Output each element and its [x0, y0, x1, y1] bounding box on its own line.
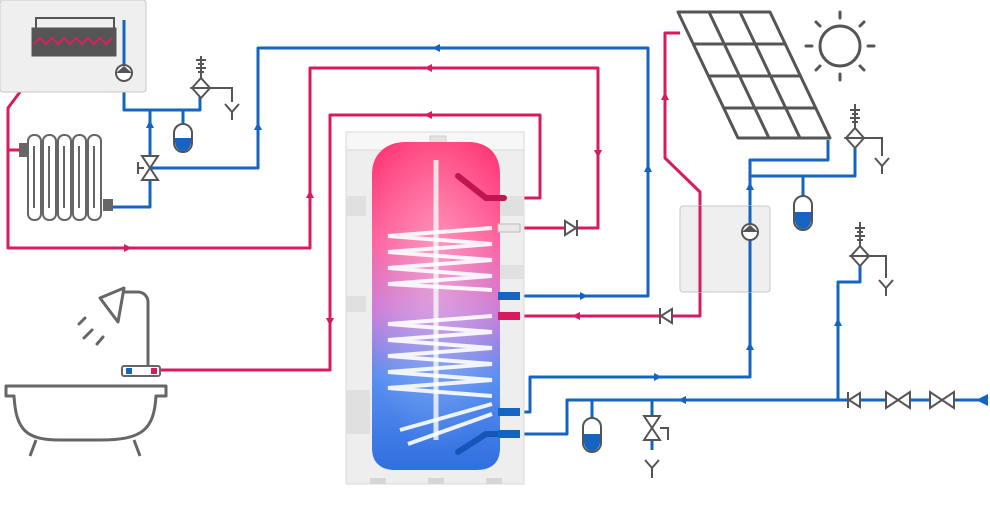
safety-valve-icon [189, 56, 233, 102]
gate-valve-icon [642, 415, 669, 441]
safety-valve-icon [843, 104, 883, 156]
upper-coil [387, 226, 493, 292]
hot-arrow [124, 244, 132, 252]
hot-arrow [572, 312, 580, 320]
hot-pipe-radiator-loop [6, 66, 600, 250]
cold-water-pipes [110, 46, 988, 450]
hot-arrow [326, 318, 334, 326]
solar-panel-icon [676, 10, 832, 140]
drain-funnel-icon [878, 279, 894, 296]
drain-funnel-icon [874, 157, 890, 174]
cold-pipe-boiler-return [122, 82, 202, 112]
expansion-vessel-icon [793, 195, 813, 231]
cold-pipe-heating-return [150, 46, 650, 298]
water-tank-icon [345, 131, 525, 485]
check-valve-icon [564, 219, 578, 237]
gate-valve-icon [137, 155, 160, 181]
radiator-icon [19, 134, 113, 221]
cold-pipe-main-supply [520, 398, 988, 436]
hot-arrow [424, 64, 432, 72]
drain-funnel-icon [644, 459, 660, 478]
cold-pipe-solar-safety [750, 140, 857, 178]
hot-pipe-coil-loop [160, 113, 542, 372]
expansion-vessel-icon [173, 123, 193, 153]
cold-arrow [976, 394, 988, 406]
sun-icon [804, 10, 876, 82]
safety-valve-icon [848, 222, 887, 278]
cold-arrow [654, 373, 662, 381]
lower-coil [387, 314, 493, 446]
hot-arrow [661, 92, 669, 100]
hot-arrow [594, 150, 602, 158]
cold-arrow [644, 164, 652, 172]
cold-arrow [746, 342, 754, 350]
bathtub-icon [4, 384, 168, 457]
cold-arrow [678, 396, 686, 404]
check-valve-icon [659, 307, 673, 325]
cold-pipe-solar-return [520, 140, 830, 414]
check-valve-icon [847, 391, 861, 409]
mixer-tap-icon [121, 365, 161, 377]
expansion-vessel-icon [582, 417, 602, 453]
pump-station-icon [679, 205, 771, 293]
cold-pipe-supply-safety [836, 258, 862, 400]
cold-arrow [746, 182, 754, 190]
shower-icon [77, 286, 150, 370]
hot-arrow [306, 190, 314, 198]
cold-arrow [432, 44, 440, 52]
drain-funnel-icon [224, 103, 240, 120]
cold-arrow [580, 292, 588, 300]
cold-arrow [834, 318, 842, 326]
hot-pipe-boiler-to-radiator [6, 91, 22, 152]
gate-valve-icon [929, 390, 955, 410]
hot-arrow [424, 111, 432, 119]
cold-pipe-radiator-return [110, 110, 152, 209]
flow-arrows [124, 44, 988, 406]
hot-pipe-solar-flow [520, 31, 702, 318]
gate-valve-icon [885, 390, 911, 410]
cold-arrow [254, 122, 262, 130]
boiler-icon [0, 0, 147, 93]
cold-arrow [146, 120, 154, 128]
